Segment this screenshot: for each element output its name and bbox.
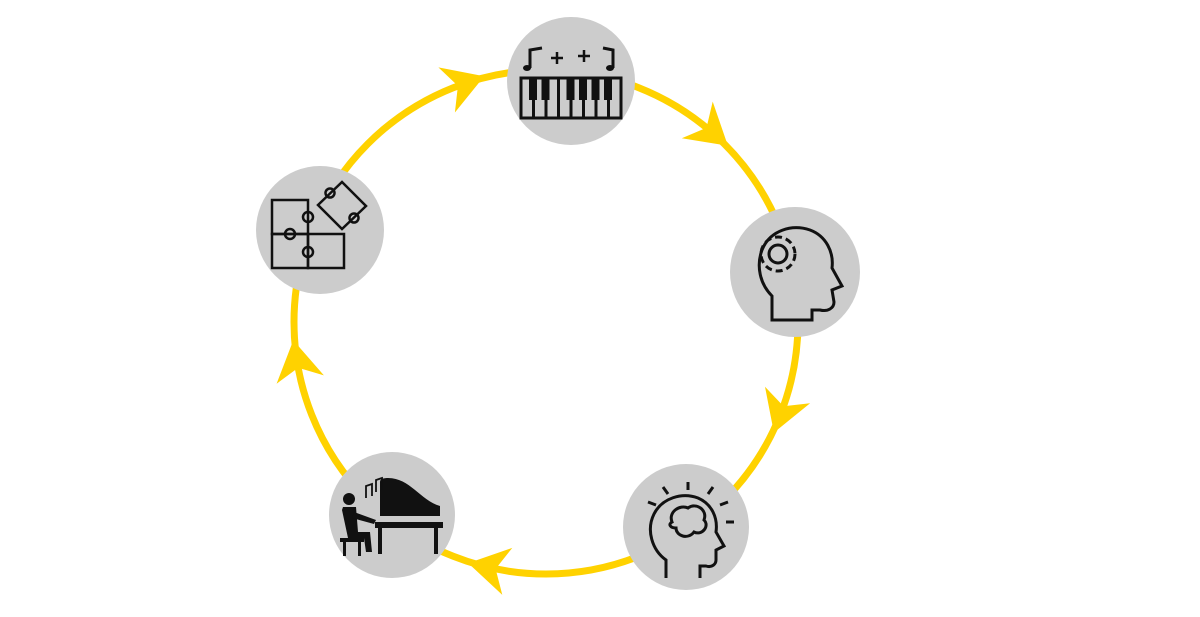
step-1-label-line-2: en faisant xyxy=(657,56,780,78)
step-5-label-line-2: sans effort et xyxy=(26,202,228,226)
step-3-label-line-2: systèmes musicaux xyxy=(775,533,1055,557)
step-2-label-line-2: que tu viens de faire xyxy=(876,247,1184,271)
step-5-label-line-1: 5. Tu retiens xyxy=(26,171,213,195)
cycle-arrows xyxy=(276,67,811,595)
piano-keyboard-icon xyxy=(519,46,623,120)
step-3-label-line-3: utilisés xyxy=(775,564,885,588)
step-5-label: 5. Tu retiens sans effort et pour toujou… xyxy=(26,168,228,261)
step-node-5 xyxy=(256,166,384,294)
step-2-label-line-4: simples xyxy=(876,309,987,333)
step-2-label-line-3: grâce à des outils xyxy=(876,278,1140,302)
step-2-label-line-1: 2. Tu analyses ce xyxy=(876,216,1128,240)
step-4-label: 4. Tu joues avec ces systèmes pour les a… xyxy=(8,486,277,579)
step-4-label-line-2: ces systèmes pour xyxy=(8,520,278,544)
step-1-label: 1.Tu découvres en faisant xyxy=(657,22,840,82)
step-3-label: 3. Tu comprends les systèmes musicaux ut… xyxy=(775,499,1067,592)
step-node-2 xyxy=(730,207,860,337)
head-brain-icon xyxy=(647,482,734,578)
arrow-head-5 xyxy=(438,67,485,113)
step-4-label-line-3: les assimiler xyxy=(8,551,195,575)
step-node-1 xyxy=(507,17,635,145)
head-gear-icon xyxy=(757,226,845,322)
puzzle-icon xyxy=(270,180,368,270)
step-node-4 xyxy=(329,452,455,578)
arrow-head-3 xyxy=(468,547,513,595)
step-1-label-line-1: 1.Tu découvres xyxy=(657,26,840,48)
step-2-label: 2. Tu analyses ce que tu viens de faire … xyxy=(876,213,1183,337)
step-node-3 xyxy=(623,464,749,590)
arrow-head-1 xyxy=(681,101,728,146)
arrow-head-4 xyxy=(276,340,324,384)
pianist-icon xyxy=(340,476,443,556)
step-5-label-line-3: pour toujours xyxy=(26,233,225,257)
arrow-head-2 xyxy=(765,386,811,433)
step-4-label-line-1: 4. Tu joues avec xyxy=(8,489,245,513)
step-3-label-line-1: 3. Tu comprends les xyxy=(775,502,1067,526)
